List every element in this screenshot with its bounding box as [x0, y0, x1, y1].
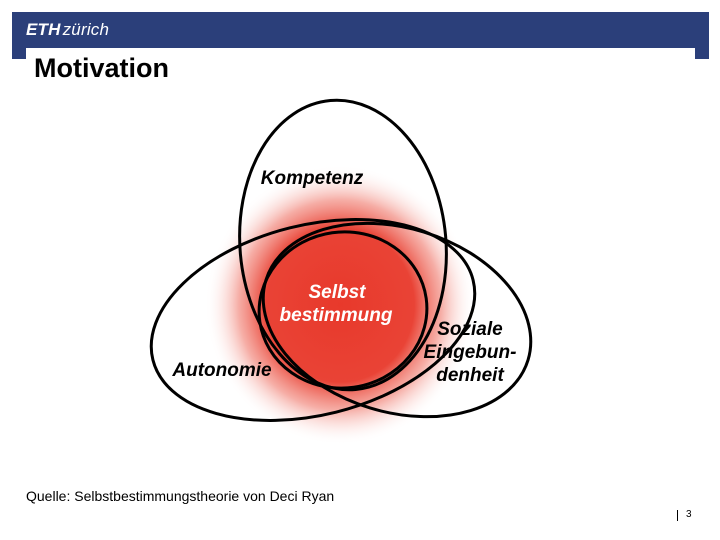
- label-soziale-line1: Soziale: [437, 319, 503, 340]
- source-citation: Quelle: Selbstbestimmungstheorie von Dec…: [26, 488, 335, 504]
- kompetenz-ellipse: [238, 98, 448, 392]
- header-left-tab: [12, 48, 26, 59]
- slide-title: Motivation: [34, 53, 169, 83]
- header-right-tab: [695, 48, 709, 59]
- header-band: [12, 12, 709, 48]
- label-center-line2: bestimmung: [280, 305, 393, 326]
- label-autonomie: Autonomie: [171, 360, 272, 381]
- label-soziale-line3: denheit: [436, 365, 504, 386]
- center-glow: [205, 165, 475, 445]
- label-center-line1: Selbst: [308, 282, 366, 303]
- title-strip: [12, 48, 709, 58]
- logo-zurich-text: zürich: [62, 20, 110, 39]
- label-soziale-line2: Eingebun-: [424, 342, 517, 363]
- page-separator: [677, 510, 678, 521]
- autonomie-ellipse: [149, 218, 477, 422]
- label-kompetenz: Kompetenz: [261, 168, 364, 189]
- page-number: 3: [686, 509, 692, 520]
- logo-eth-text: ETH: [26, 20, 61, 39]
- inner-ellipse: [257, 230, 429, 390]
